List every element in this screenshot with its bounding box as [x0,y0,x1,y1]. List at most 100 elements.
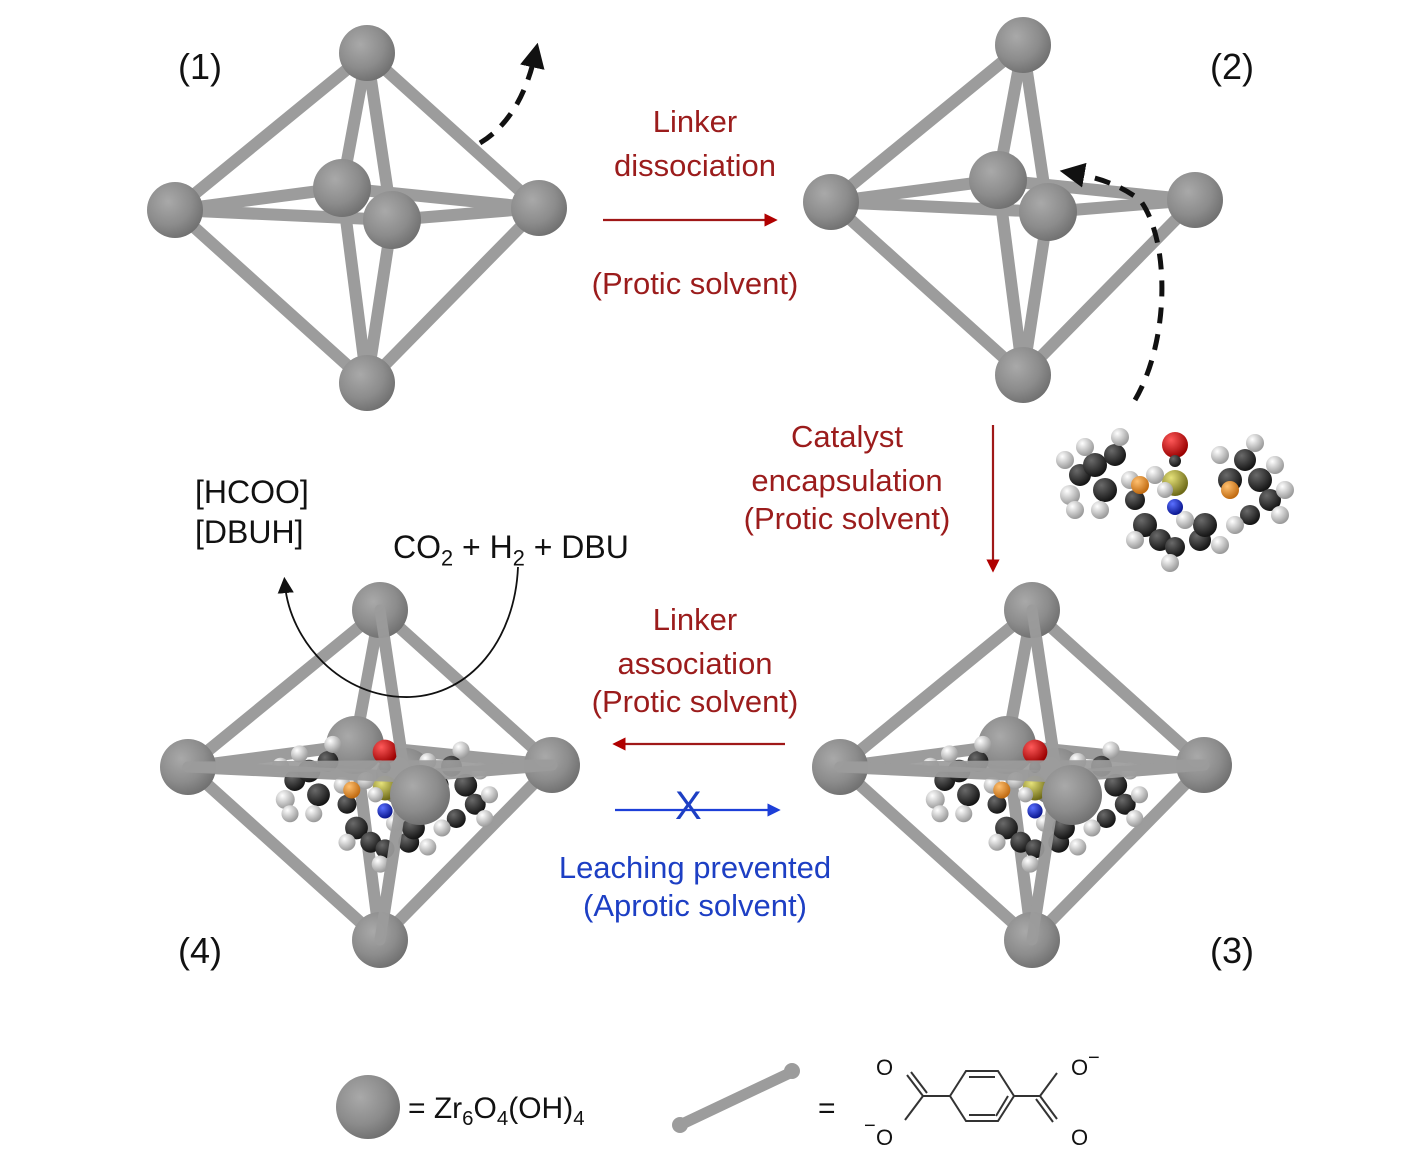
linker-strut [361,47,545,214]
carbon-atom [1133,513,1157,537]
carbon-atom [1234,449,1256,471]
hydrogen-atom [480,786,499,804]
zr-node [339,25,395,81]
zr-node [1042,765,1102,825]
phosphorus-atom [343,781,361,799]
carbon-atom [1165,537,1185,557]
o-symbol: O [473,1092,497,1125]
legend-node-sphere [336,1075,400,1139]
reactant-co: CO [393,529,441,565]
hydrogen-atom [1021,855,1039,873]
leaching-line1: Leaching prevented [558,850,832,885]
carbon-atom [957,783,980,807]
legend-linker-end [784,1063,800,1079]
hydrogen-atom [1161,554,1179,572]
carbon-atom [1193,513,1217,537]
hydrogen-atom [1226,516,1244,534]
nitrogen-atom [1027,803,1043,819]
leaching-condition: (Aprotic solvent) [583,888,807,924]
carbon-atom [1114,793,1136,815]
zr-node [995,347,1051,403]
zr-node [313,159,371,217]
linker-strut [1026,604,1063,783]
carbon-atom [1259,489,1281,511]
reactant-dbu: + DBU [524,529,629,565]
hydrogen-atom [925,790,945,809]
zr-node [339,355,395,411]
hydrogen-atom [955,805,973,823]
hydrogen-atom [1246,434,1264,452]
zr-node [1167,172,1223,228]
hydrogen-atom [1066,501,1084,519]
terephthalate-structure [904,1070,1058,1123]
zr-node [1019,183,1077,241]
carbon-atom [1125,490,1145,510]
hydrogen-atom [275,790,295,809]
legend-linker-strut [674,1066,798,1131]
linker-strut [374,604,558,771]
carbon-atom [1104,773,1128,797]
hydrogen-atom [940,745,959,763]
hydrogen-atom [1276,481,1294,499]
pnp-catalyst-molecule-free [1056,428,1294,572]
hydrogen-atom [1091,501,1109,519]
linker-strut [1026,604,1210,771]
reactant-co-subscript: 2 [441,545,454,571]
octahedral-cluster-1 [147,25,567,411]
linker-strut [825,39,1029,208]
reaction-reactants: CO2 + H2 + DBU [393,527,629,572]
carbon-atom [454,773,478,797]
hydrogen-atom [1069,838,1087,856]
hydrogen-atom [1056,451,1074,469]
carbon-atom [1248,468,1272,492]
hydrogen-atom [1266,456,1284,474]
reactant-h-subscript: 2 [512,545,525,571]
hydrogen-atom [1176,511,1194,529]
linker-strut [182,604,386,773]
zr-node [390,765,450,825]
linker-strut [361,202,545,389]
carbon-atom [1096,809,1116,828]
hydrogen-atom [1271,506,1289,524]
charge-right: − [1088,1047,1100,1069]
hydrogen-atom [1130,786,1149,804]
carbon-atom [1104,444,1126,466]
linker-strut [182,761,386,946]
hydrogen-atom [452,741,470,759]
legend-linker-end [672,1117,688,1133]
hydrogen-atom [281,805,299,823]
hydrogen-atom [1146,466,1164,484]
leaching-label: Leaching prevented (Aprotic solvent) [510,846,880,928]
carbon-atom [337,794,357,814]
cluster-front-overlay [182,604,558,946]
linker-strut [834,761,1038,946]
zr-node [511,180,567,236]
hydrogen-atom [1211,536,1229,554]
oh-group: (OH) [508,1092,574,1125]
phosphorus-atom [993,781,1011,799]
zr-node [147,182,203,238]
hydrogen-atom [974,735,992,753]
encapsulation-line2: encapsulation [751,463,943,499]
product-line2: [DBUH] [195,514,304,550]
octahedral-cluster-2 [803,17,1223,403]
leaching-blocked-mark: X [675,784,702,828]
linker-strut [182,759,558,773]
zr-subscript: 6 [462,1108,474,1131]
hydrogen-atom [338,833,356,851]
linker-strut [169,204,398,226]
carbon-atom [446,809,466,828]
carboxylate-o-bottom-right: O [1071,1125,1089,1150]
stage-label-3: (3) [1210,930,1254,971]
association-line2: association [617,646,773,682]
catalyst-insertion-dashed-arrow [1059,162,1165,402]
carboxylate-o-top-left: O [876,1055,894,1080]
legend-node-formula: = Zr6O4(OH)4 [408,1090,585,1133]
cluster-front-overlay [834,604,1210,946]
hydrogen-atom [1102,741,1120,759]
stage-label-2: (2) [1210,46,1254,87]
association-label: Linker association (Protic solvent) [560,598,830,724]
hydrogen-atom [1017,787,1034,803]
oxygen-atom [372,739,398,765]
nitrogen-atom [377,803,393,819]
